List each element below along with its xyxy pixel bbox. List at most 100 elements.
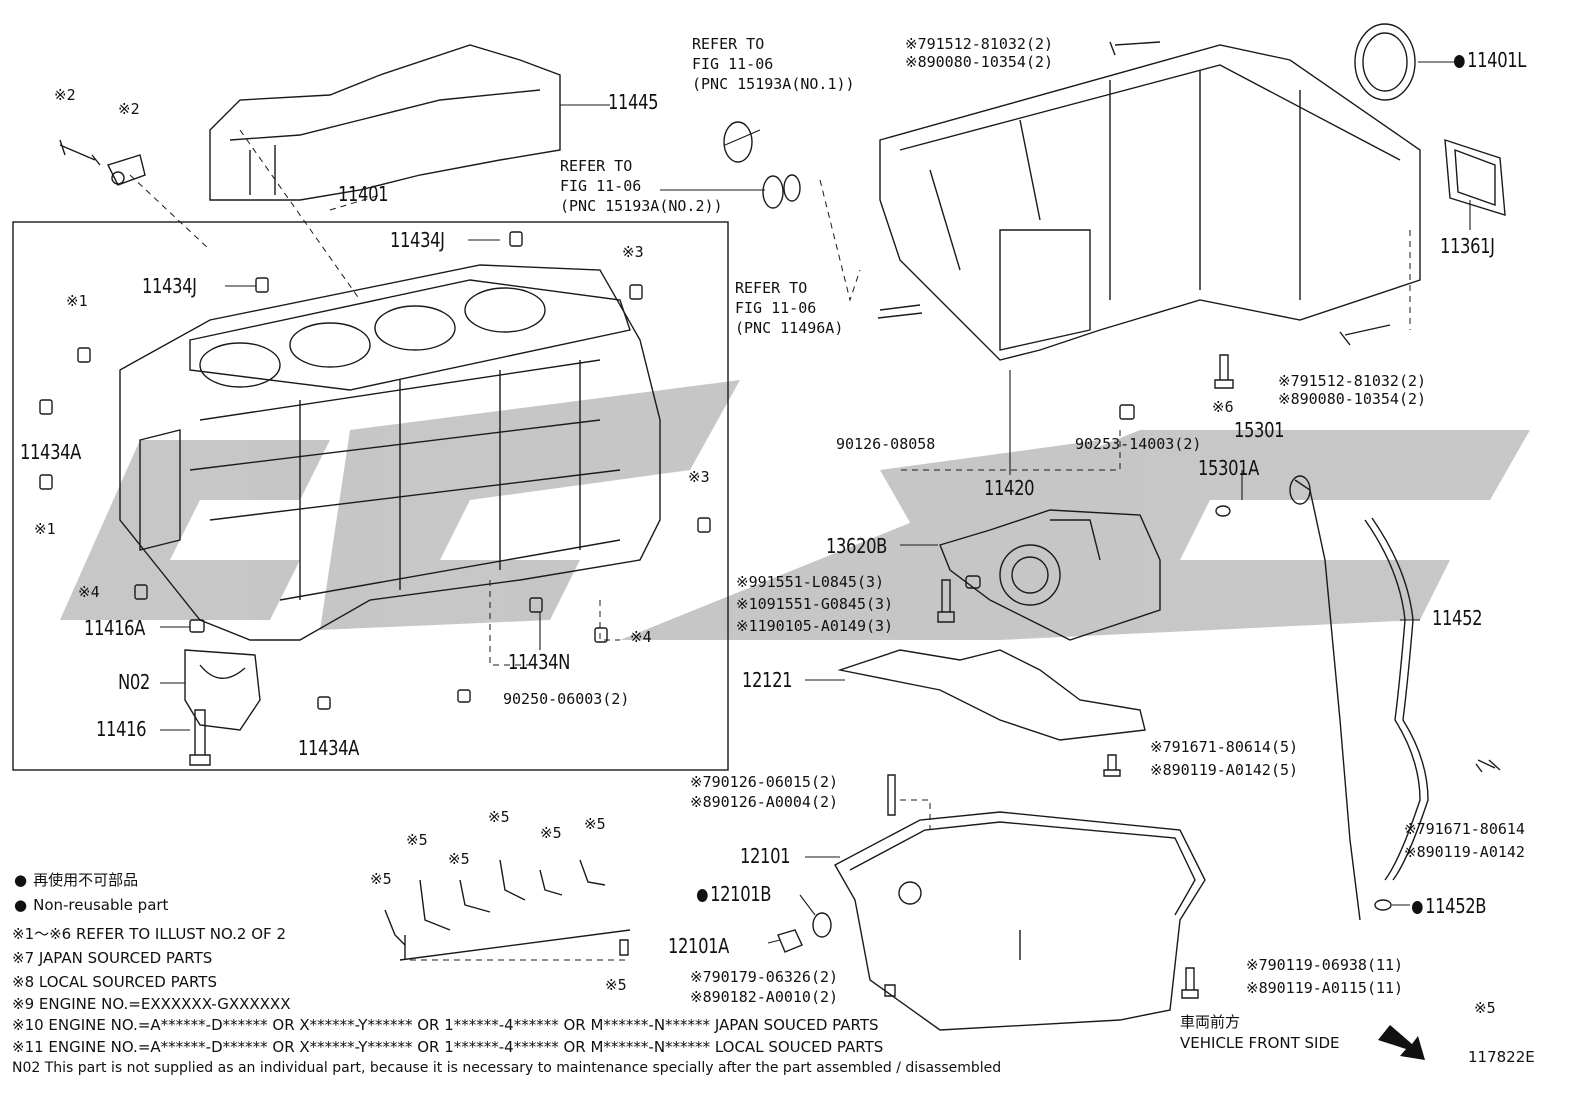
mark-2b: ※2 bbox=[118, 100, 140, 118]
reference-note-2: REFER TO FIG 11-06 (PNC 15193A(NO.2)) bbox=[560, 156, 723, 216]
callout-11420: 11420 bbox=[984, 476, 1035, 500]
watermark-logo bbox=[60, 380, 1530, 640]
callout-11452: 11452 bbox=[1432, 606, 1483, 630]
mark-3b: ※3 bbox=[688, 468, 710, 486]
callout-12101: 12101 bbox=[740, 844, 791, 868]
dipstick-o-ring bbox=[1215, 505, 1231, 517]
callout-11452B: 11452B bbox=[1412, 896, 1486, 916]
legend-note-10: ※10 ENGINE NO.=A******-D****** OR X*****… bbox=[12, 1016, 879, 1034]
callout-11434A-left: 11434A bbox=[20, 440, 81, 464]
cap-bolt bbox=[189, 709, 211, 766]
stiffening-crankcase bbox=[879, 44, 1421, 361]
dipstick-guide bbox=[1364, 519, 1421, 881]
callout-11434A-bottom: 11434A bbox=[298, 736, 359, 760]
callout-15301: 15301 bbox=[1234, 418, 1285, 442]
mark-1a: ※1 bbox=[66, 292, 88, 310]
reference-3-line-2: FIG 11-06 bbox=[735, 299, 817, 317]
legend-nonreusable: Non-reusable part bbox=[14, 898, 168, 913]
callout-12101B: 12101B bbox=[697, 884, 771, 904]
callout-12101B-text: 12101B bbox=[710, 882, 772, 906]
legend-note-n02: N02 This part is not supplied as an indi… bbox=[12, 1060, 1002, 1076]
reference-3-line-1: REFER TO bbox=[735, 279, 808, 297]
dashed-assembly-lines bbox=[129, 129, 1411, 961]
callout-11434N: 11434N bbox=[508, 650, 570, 674]
label-mid-bolt-jp: ※791512-81032(2) bbox=[1278, 372, 1427, 390]
mark-5c: ※5 bbox=[448, 850, 470, 868]
label-90253-14003: 90253-14003(2) bbox=[1075, 435, 1202, 453]
label-drain-plug-jp: ※790179-06326(2) bbox=[690, 968, 839, 986]
reference-1-line-2: FIG 11-06 bbox=[692, 55, 774, 73]
legend-note-8: ※8 LOCAL SOURCED PARTS bbox=[12, 973, 217, 991]
mark-5a: ※5 bbox=[370, 870, 392, 888]
label-plate-bolt-local: ※890119-A0142(5) bbox=[1150, 761, 1299, 779]
mark-3a: ※3 bbox=[622, 243, 644, 261]
reference-3-line-3: (PNC 11496A) bbox=[735, 319, 844, 337]
rear-cover bbox=[1444, 139, 1506, 216]
legend-note-11: ※11 ENGINE NO.=A******-D****** OR X*****… bbox=[12, 1038, 884, 1056]
callout-11401: 11401 bbox=[338, 182, 389, 206]
legend-note-1: ※1～※6 REFER TO ILLUST NO.2 OF 2 bbox=[12, 925, 286, 943]
o-ring-2a bbox=[762, 175, 784, 209]
label-stud-local: ※890126-A0004(2) bbox=[690, 793, 839, 811]
drain-plug bbox=[777, 929, 803, 953]
label-top-bolt-local: ※890080-10354(2) bbox=[905, 53, 1054, 71]
reference-2-line-3: (PNC 15193A(NO.2)) bbox=[560, 197, 723, 215]
front-label-jp: 車両前方 bbox=[1180, 1013, 1241, 1031]
o-ring-1 bbox=[723, 121, 753, 163]
callout-11434J: 11434J bbox=[142, 274, 197, 298]
callout-15301A: 15301A bbox=[1198, 456, 1259, 480]
leader-lines bbox=[160, 61, 1471, 944]
mark-5e: ※5 bbox=[540, 824, 562, 842]
callout-12121: 12121 bbox=[742, 668, 793, 692]
mark-6: ※6 bbox=[1212, 398, 1234, 416]
callout-12101A: 12101A bbox=[668, 934, 729, 958]
bearing-cap bbox=[184, 649, 261, 731]
reference-note-3: REFER TO FIG 11-06 (PNC 11496A) bbox=[735, 278, 843, 338]
oil-dipstick bbox=[1294, 479, 1361, 921]
mark-4b: ※4 bbox=[630, 628, 652, 646]
mark-5d: ※5 bbox=[488, 808, 510, 826]
front-label-en: VEHICLE FRONT SIDE bbox=[1180, 1034, 1340, 1052]
label-guide-bolt-jp: ※791671-80614 bbox=[1404, 820, 1525, 838]
oil-pump bbox=[939, 509, 1161, 641]
callout-11401L-text: 11401L bbox=[1467, 48, 1526, 72]
label-pump-bolt-10: ※1091551-G0845(3) bbox=[736, 595, 894, 613]
callout-11416: 11416 bbox=[96, 717, 147, 741]
legend-note-9: ※9 ENGINE NO.=EXXXXXX-GXXXXXX bbox=[12, 995, 291, 1013]
mark-4a: ※4 bbox=[78, 583, 100, 601]
callout-11416A: 11416A bbox=[84, 616, 145, 640]
nonreusable-dot-icon bbox=[1454, 55, 1465, 68]
label-pump-bolt-11: ※1190105-A0149(3) bbox=[736, 617, 894, 635]
drain-gasket bbox=[812, 912, 832, 938]
label-stud-jp: ※790126-06015(2) bbox=[690, 773, 839, 791]
callout-11445: 11445 bbox=[608, 90, 659, 114]
callout-11434J-top: 11434J bbox=[390, 228, 445, 252]
engine-block-group-frame bbox=[12, 221, 729, 771]
oil-pan bbox=[834, 811, 1206, 1031]
reference-note-1: REFER TO FIG 11-06 (PNC 15193A(NO.1)) bbox=[692, 34, 855, 94]
reference-2-line-2: FIG 11-06 bbox=[560, 177, 642, 195]
label-pan-bolt-local: ※890119-A0115(11) bbox=[1246, 979, 1404, 997]
legend-nonreusable-jp: 再使用不可部品 bbox=[14, 873, 138, 888]
label-drain-plug-local: ※890182-A0010(2) bbox=[690, 988, 839, 1006]
label-90126-08058: 90126-08058 bbox=[836, 435, 936, 453]
rear-oil-seal bbox=[1354, 23, 1416, 101]
mark-5g: ※5 bbox=[605, 976, 627, 994]
mark-2a: ※2 bbox=[54, 86, 76, 104]
label-guide-bolt-local: ※890119-A0142 bbox=[1404, 843, 1525, 861]
callout-11361J: 11361J bbox=[1440, 234, 1495, 258]
label-plate-bolt-jp: ※791671-80614(5) bbox=[1150, 738, 1299, 756]
reference-2-line-1: REFER TO bbox=[560, 157, 633, 175]
reference-1-line-1: REFER TO bbox=[692, 35, 765, 53]
callout-11452B-text: 11452B bbox=[1425, 894, 1487, 918]
o-ring-2b bbox=[783, 174, 801, 202]
mark-5h-hidden: ※5 bbox=[1474, 999, 1496, 1017]
mark-1b: ※1 bbox=[34, 520, 56, 538]
front-direction-arrow bbox=[1378, 1025, 1425, 1060]
nonreusable-dot-icon bbox=[1412, 901, 1423, 914]
callout-11401L: 11401L bbox=[1454, 50, 1526, 70]
label-pump-bolt-9: ※991551-L0845(3) bbox=[736, 573, 885, 591]
cylinder-block bbox=[119, 264, 661, 641]
